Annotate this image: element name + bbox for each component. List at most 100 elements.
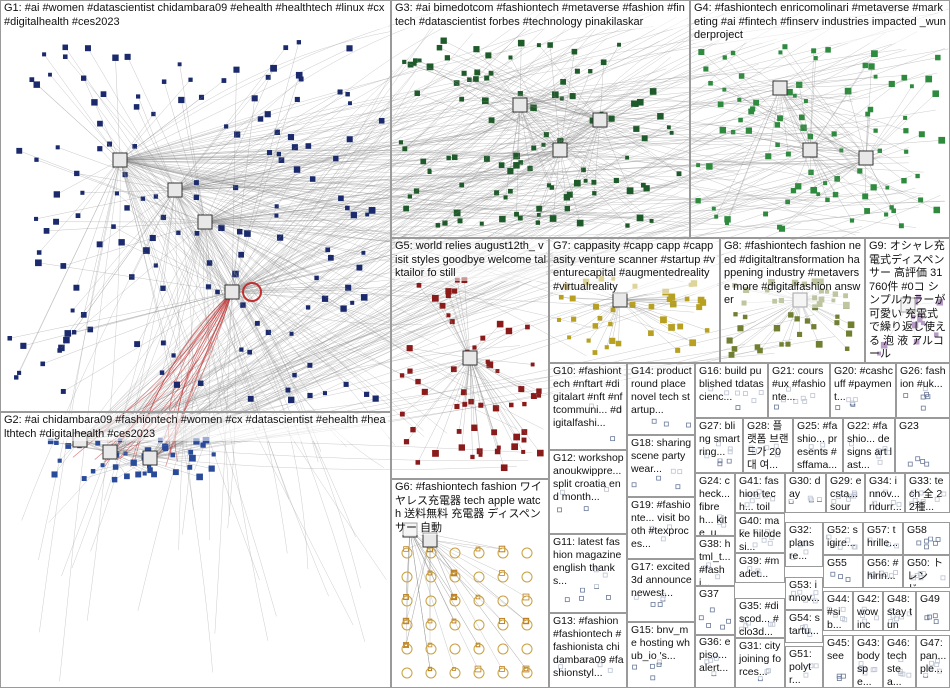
cluster-edge xyxy=(204,221,292,334)
graph-node xyxy=(514,211,519,217)
graph-node xyxy=(458,444,465,451)
graph-node xyxy=(825,197,830,203)
graph-node xyxy=(505,327,513,335)
cluster-edge xyxy=(469,357,540,396)
graph-node xyxy=(274,129,280,136)
group-box-g13: G13: #fashion #fashiontech #fashionista … xyxy=(549,613,627,688)
inter-group-edge xyxy=(204,142,611,223)
group-label: G46: tech stea... xyxy=(887,637,913,687)
graph-node xyxy=(234,131,241,138)
cluster-edge xyxy=(469,357,522,390)
cluster-edge xyxy=(119,159,201,384)
graph-node xyxy=(649,88,657,95)
graph-node xyxy=(171,353,176,358)
graph-node xyxy=(276,234,284,241)
graph-node xyxy=(456,429,462,434)
inter-group-edge xyxy=(39,159,121,633)
graph-node xyxy=(924,544,929,550)
group-box-g38: G38: html_t... #fashi... xyxy=(695,536,735,586)
cluster-edge xyxy=(457,280,471,359)
graph-node xyxy=(205,284,211,290)
graph-node xyxy=(609,337,616,344)
cluster-edge xyxy=(174,189,218,293)
inter-group-edge xyxy=(86,159,121,621)
cluster-edge xyxy=(724,57,811,151)
group-label: G26: fashion #uk... xyxy=(900,365,947,391)
graph-node xyxy=(346,136,353,143)
graph-node xyxy=(198,94,205,100)
inter-group-edge xyxy=(149,72,415,459)
cluster-edge xyxy=(409,104,521,197)
graph-node xyxy=(365,212,370,217)
graph-node xyxy=(298,76,304,82)
cluster-edge xyxy=(409,529,479,670)
graph-node xyxy=(457,218,463,224)
group-box-g5: G5: world relies august12th_ visit style… xyxy=(391,238,549,479)
inter-group-edge xyxy=(204,13,654,223)
graph-node xyxy=(436,44,443,51)
graph-node xyxy=(470,454,475,460)
inter-group-edge xyxy=(119,31,392,161)
inter-group-edge xyxy=(149,91,538,459)
group-box-g32: G32: plans re... xyxy=(785,522,823,567)
inter-group-edge xyxy=(559,40,747,151)
cluster-edge xyxy=(731,299,801,355)
graph-node xyxy=(112,54,119,61)
hub-node xyxy=(552,142,568,158)
cluster-edge xyxy=(414,63,601,121)
cluster-edge xyxy=(231,139,350,293)
cluster-edge xyxy=(448,291,471,359)
graph-node xyxy=(309,176,316,182)
graph-node xyxy=(283,45,289,51)
cluster-edge xyxy=(709,157,867,167)
graph-node xyxy=(81,476,87,482)
graph-node xyxy=(208,465,215,472)
graph-node xyxy=(90,468,96,474)
cluster-edge xyxy=(204,99,298,223)
graph-node xyxy=(631,100,638,107)
group-box-g41: G41: fashion tech... toile... xyxy=(735,473,785,513)
inter-group-edge xyxy=(109,33,473,453)
graph-node xyxy=(402,146,408,152)
cluster-edge xyxy=(809,149,853,221)
inter-group-edge xyxy=(599,119,833,193)
graph-node xyxy=(364,391,370,397)
group-label: G51: polytr... xyxy=(789,648,820,687)
cluster-edge xyxy=(119,79,191,161)
group-label: G42: wow incr... xyxy=(857,593,880,630)
graph-node xyxy=(348,101,352,106)
graph-node xyxy=(521,619,533,631)
cluster-edge xyxy=(83,78,121,161)
group-label: G3: #ai bimedotcom #fashiontech #metaver… xyxy=(395,2,687,29)
inter-group-edge xyxy=(149,15,852,459)
cluster-edge xyxy=(464,280,471,359)
graph-node xyxy=(100,463,105,468)
group-label: G23 xyxy=(899,420,947,433)
inter-group-edge xyxy=(559,38,778,151)
graph-node xyxy=(314,275,319,281)
graph-node xyxy=(473,619,485,631)
cluster-edge xyxy=(416,149,561,192)
graph-node xyxy=(592,191,597,196)
inter-group-edge xyxy=(79,154,561,441)
graph-node xyxy=(857,168,863,174)
graph-node xyxy=(569,93,576,100)
graph-node xyxy=(586,338,591,343)
graph-node xyxy=(650,675,656,681)
graph-node xyxy=(574,68,580,74)
graph-node xyxy=(541,142,546,147)
cluster-edge xyxy=(444,104,521,224)
group-label: G45: see xyxy=(827,637,850,663)
graph-node xyxy=(343,381,349,387)
inter-group-edge xyxy=(79,198,700,441)
graph-node xyxy=(264,111,271,118)
graph-node xyxy=(763,211,769,217)
graph-node xyxy=(251,95,258,102)
cluster-edge xyxy=(204,103,351,223)
cluster-edge xyxy=(174,77,269,191)
cluster-edge xyxy=(404,61,521,106)
cluster-edge xyxy=(809,77,905,151)
graph-node xyxy=(728,351,735,358)
hub-node xyxy=(592,112,608,128)
inter-group-edge xyxy=(559,32,886,151)
